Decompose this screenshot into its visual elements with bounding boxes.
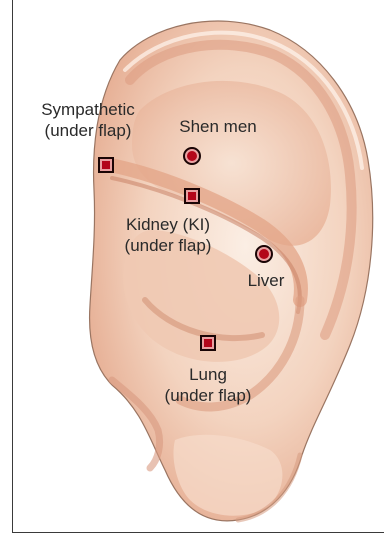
lung-label-line-2: (under flap): [148, 385, 268, 406]
kidney-point-marker[interactable]: [184, 188, 200, 204]
liver-point-marker[interactable]: [255, 245, 273, 263]
sympathetic-label: Sympathetic (under flap): [26, 99, 150, 141]
sympathetic-point-marker[interactable]: [98, 157, 114, 173]
shen-men-point-marker[interactable]: [183, 147, 201, 165]
liver-label-line-1: Liver: [236, 270, 296, 291]
shen-men-label: Shen men: [168, 116, 268, 137]
lung-point-marker[interactable]: [200, 335, 216, 351]
kidney-label-line-1: Kidney (KI): [108, 214, 228, 235]
liver-label: Liver: [236, 270, 296, 291]
sympathetic-label-line-2: (under flap): [26, 120, 150, 141]
kidney-label: Kidney (KI) (under flap): [108, 214, 228, 256]
lung-label-line-1: Lung: [148, 364, 268, 385]
kidney-label-line-2: (under flap): [108, 235, 228, 256]
shen-men-label-line-1: Shen men: [168, 116, 268, 137]
sympathetic-label-line-1: Sympathetic: [26, 99, 150, 120]
lung-label: Lung (under flap): [148, 364, 268, 406]
